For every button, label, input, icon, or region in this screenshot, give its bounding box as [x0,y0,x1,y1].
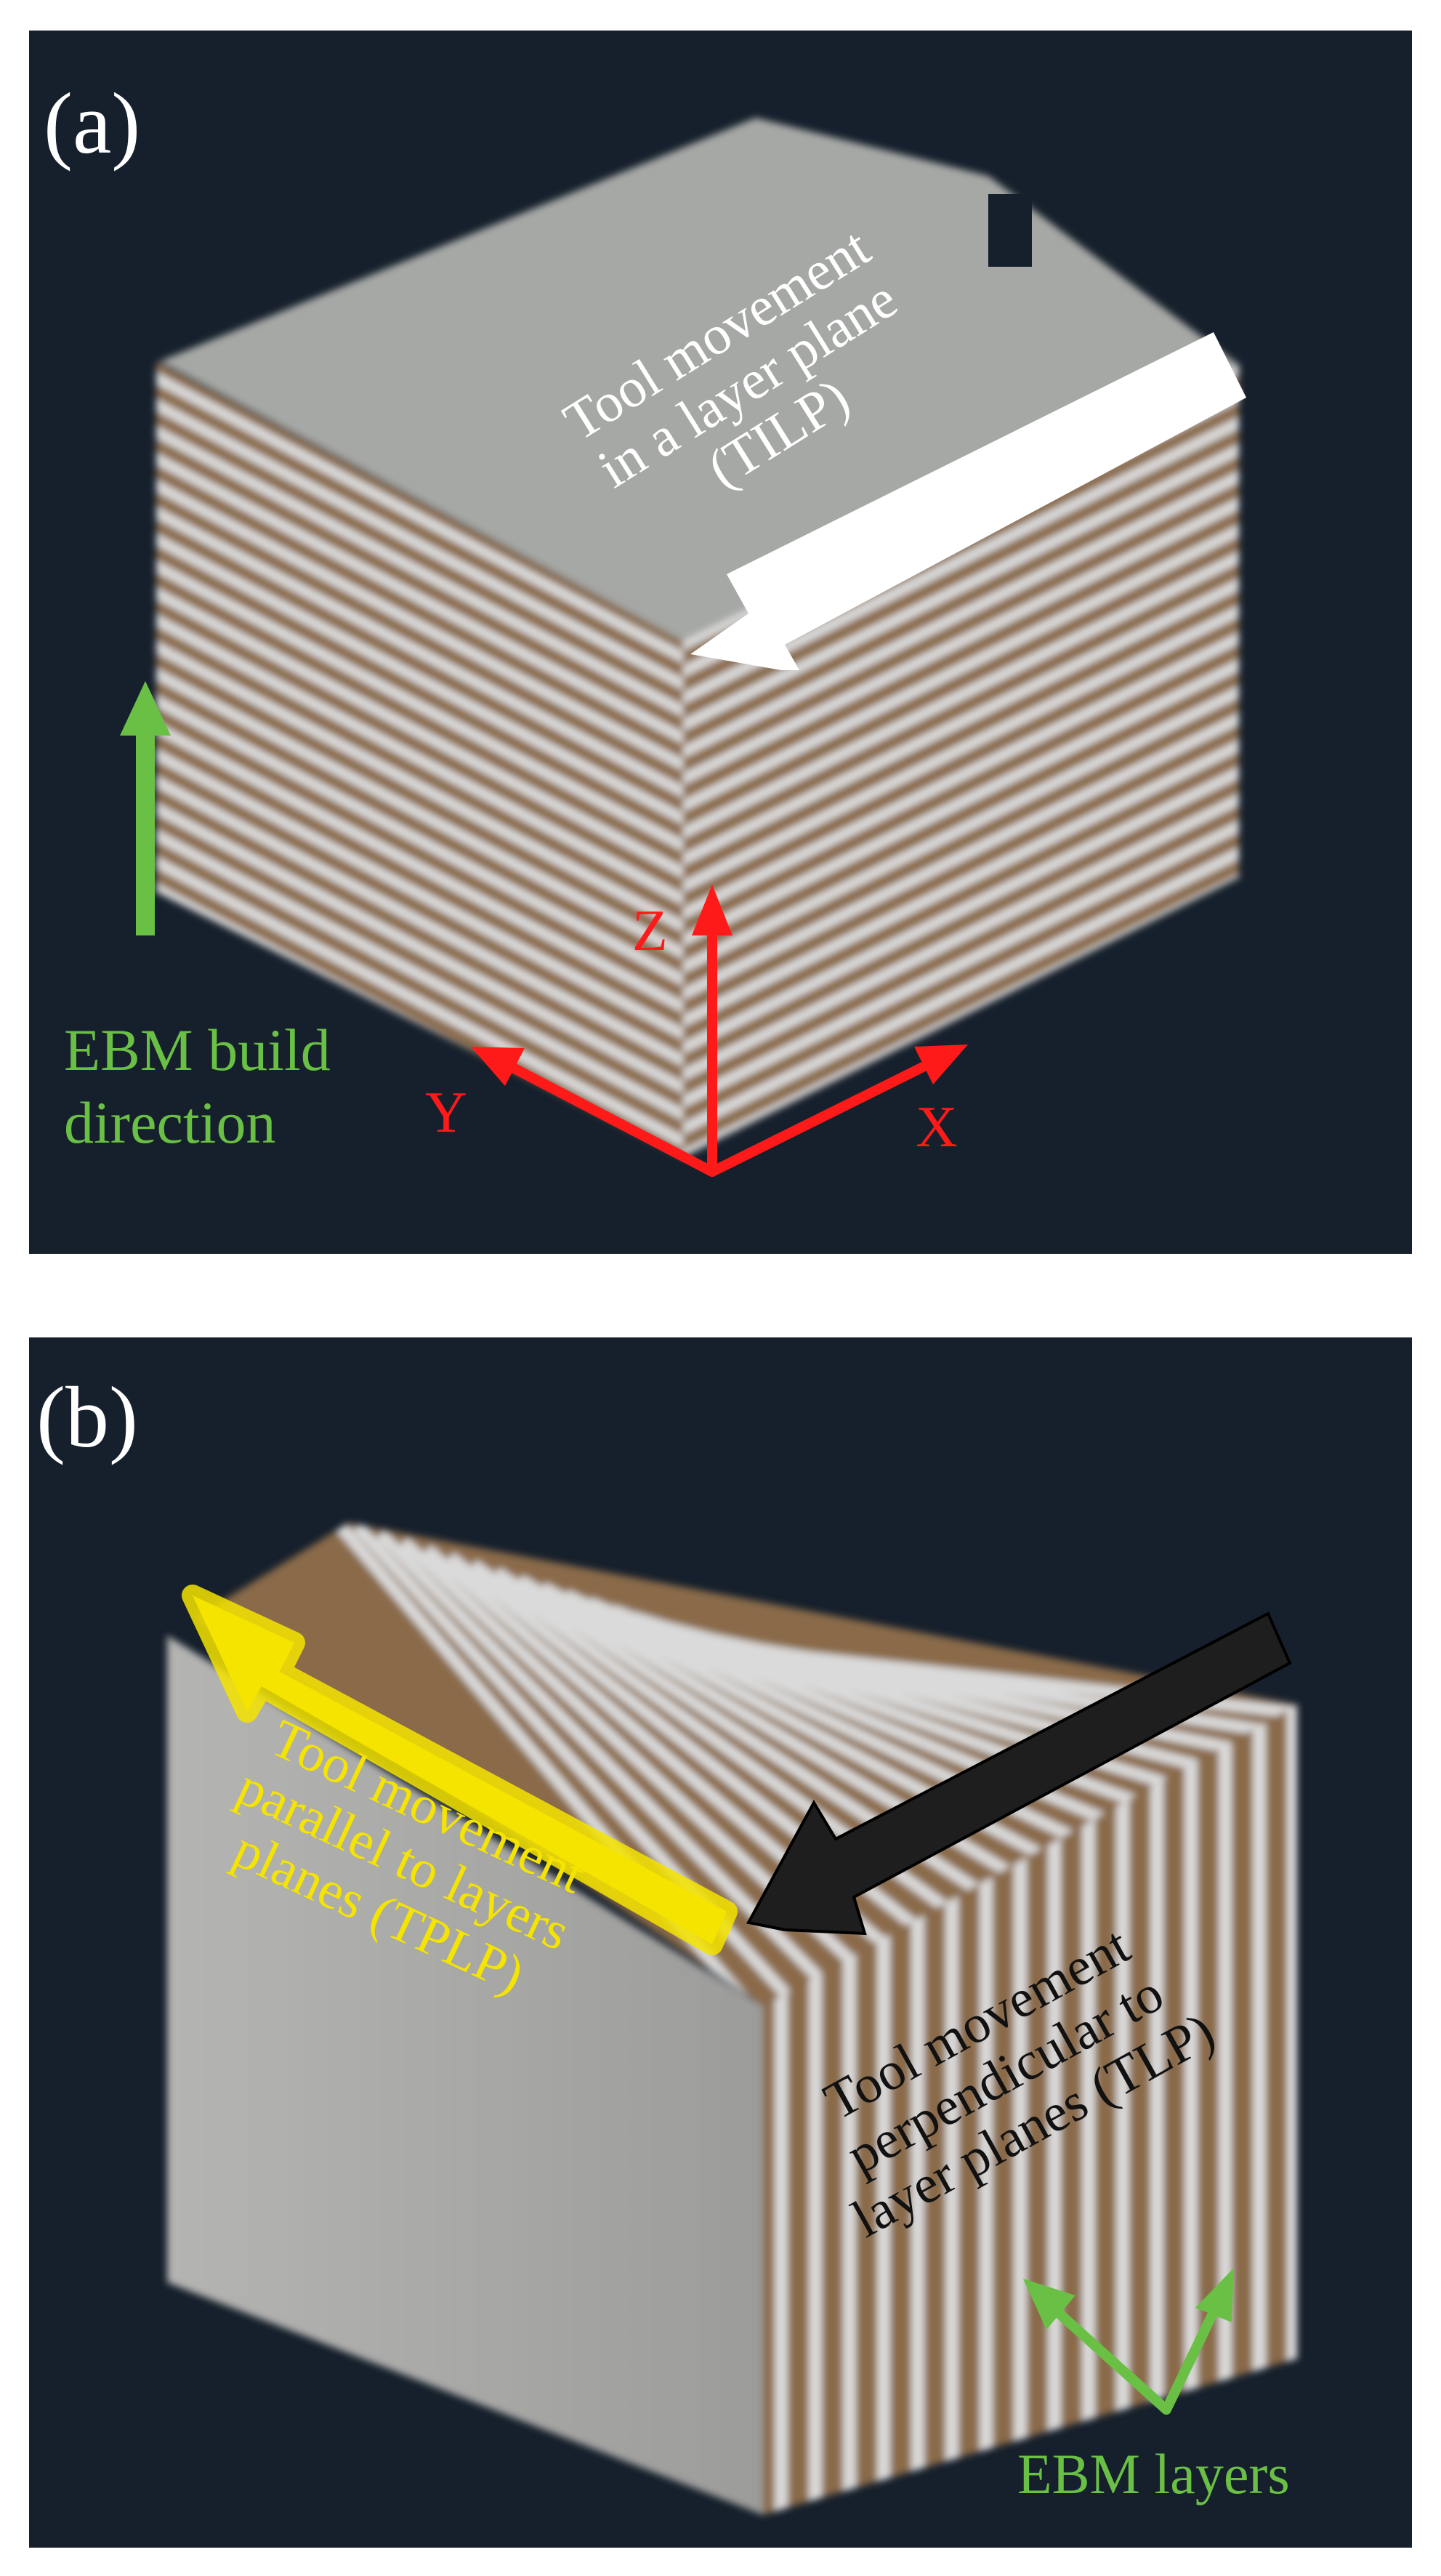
tlp-arrow-icon [746,1611,1292,1936]
axis-x-label: X [916,1095,958,1159]
layer-stripe [376,1530,823,1982]
layer-stripe [156,663,683,962]
axis-z-label: Z [632,899,668,963]
layer-stripe [156,797,683,1097]
panel-a-drawing: (a) Tool movement in a layer plane (TILP… [44,75,1246,1177]
layer-stripe [683,789,1239,1084]
layer-stripe [156,448,683,747]
layer-stripe [683,762,1239,1057]
layer-stripe [683,654,1239,949]
layer-stripe [683,708,1239,1003]
layer-stripe [683,573,1239,869]
layer-stripe [156,421,683,720]
layer-stripe [683,466,1239,761]
layer-stripe [156,367,683,667]
axis-y-label: Y [425,1081,467,1145]
layer-stripe [156,851,683,1151]
panel-b: (b) Tool movement parallel to layers pla… [29,1337,1412,2548]
tilp-arrow-icon [690,332,1246,670]
layer-stripe [683,520,1239,815]
panel-a-label: (a) [44,75,140,172]
panel-a: (a) Tool movement in a layer plane (TILP… [29,31,1412,1254]
ebm-layers-v-arrow-icon [1023,2268,1234,2415]
ebm-block-a [156,118,1239,1157]
axis-arrows-icon [471,885,968,1177]
layer-stripe [156,717,683,1016]
layer-stripe [156,394,683,693]
layer-stripe [683,842,1239,1138]
layer-stripe [683,439,1239,734]
layer-stripe [683,681,1239,976]
layer-stripe [156,528,683,828]
layer-stripe [156,502,683,801]
layer-stripe [156,690,683,989]
panel-b-label: (b) [36,1369,138,1465]
layer-stripe [683,493,1239,788]
layer-stripe [683,816,1239,1111]
layer-stripe [683,600,1239,895]
layer-stripe [683,627,1239,922]
layer-stripe [156,636,683,935]
build-direction-line-1: EBM build [64,1017,331,1083]
layer-stripe [683,547,1239,842]
left-face-layers-a [156,367,683,1157]
layer-stripe [156,555,683,855]
layer-stripe [156,824,683,1124]
layer-stripe [156,609,683,909]
layer-stripe [683,735,1239,1030]
block-notch-a [988,194,1032,267]
layer-stripe [156,582,683,882]
layer-stripe [156,475,683,774]
build-direction-line-2: direction [64,1090,275,1156]
ebm-layers-label: EBM layers [1017,2442,1290,2505]
build-direction-arrow-icon [120,681,171,935]
layer-stripe [156,770,683,1070]
panel-b-drawing: (b) Tool movement parallel to layers pla… [36,1369,1297,2515]
layer-stripe [156,744,683,1043]
